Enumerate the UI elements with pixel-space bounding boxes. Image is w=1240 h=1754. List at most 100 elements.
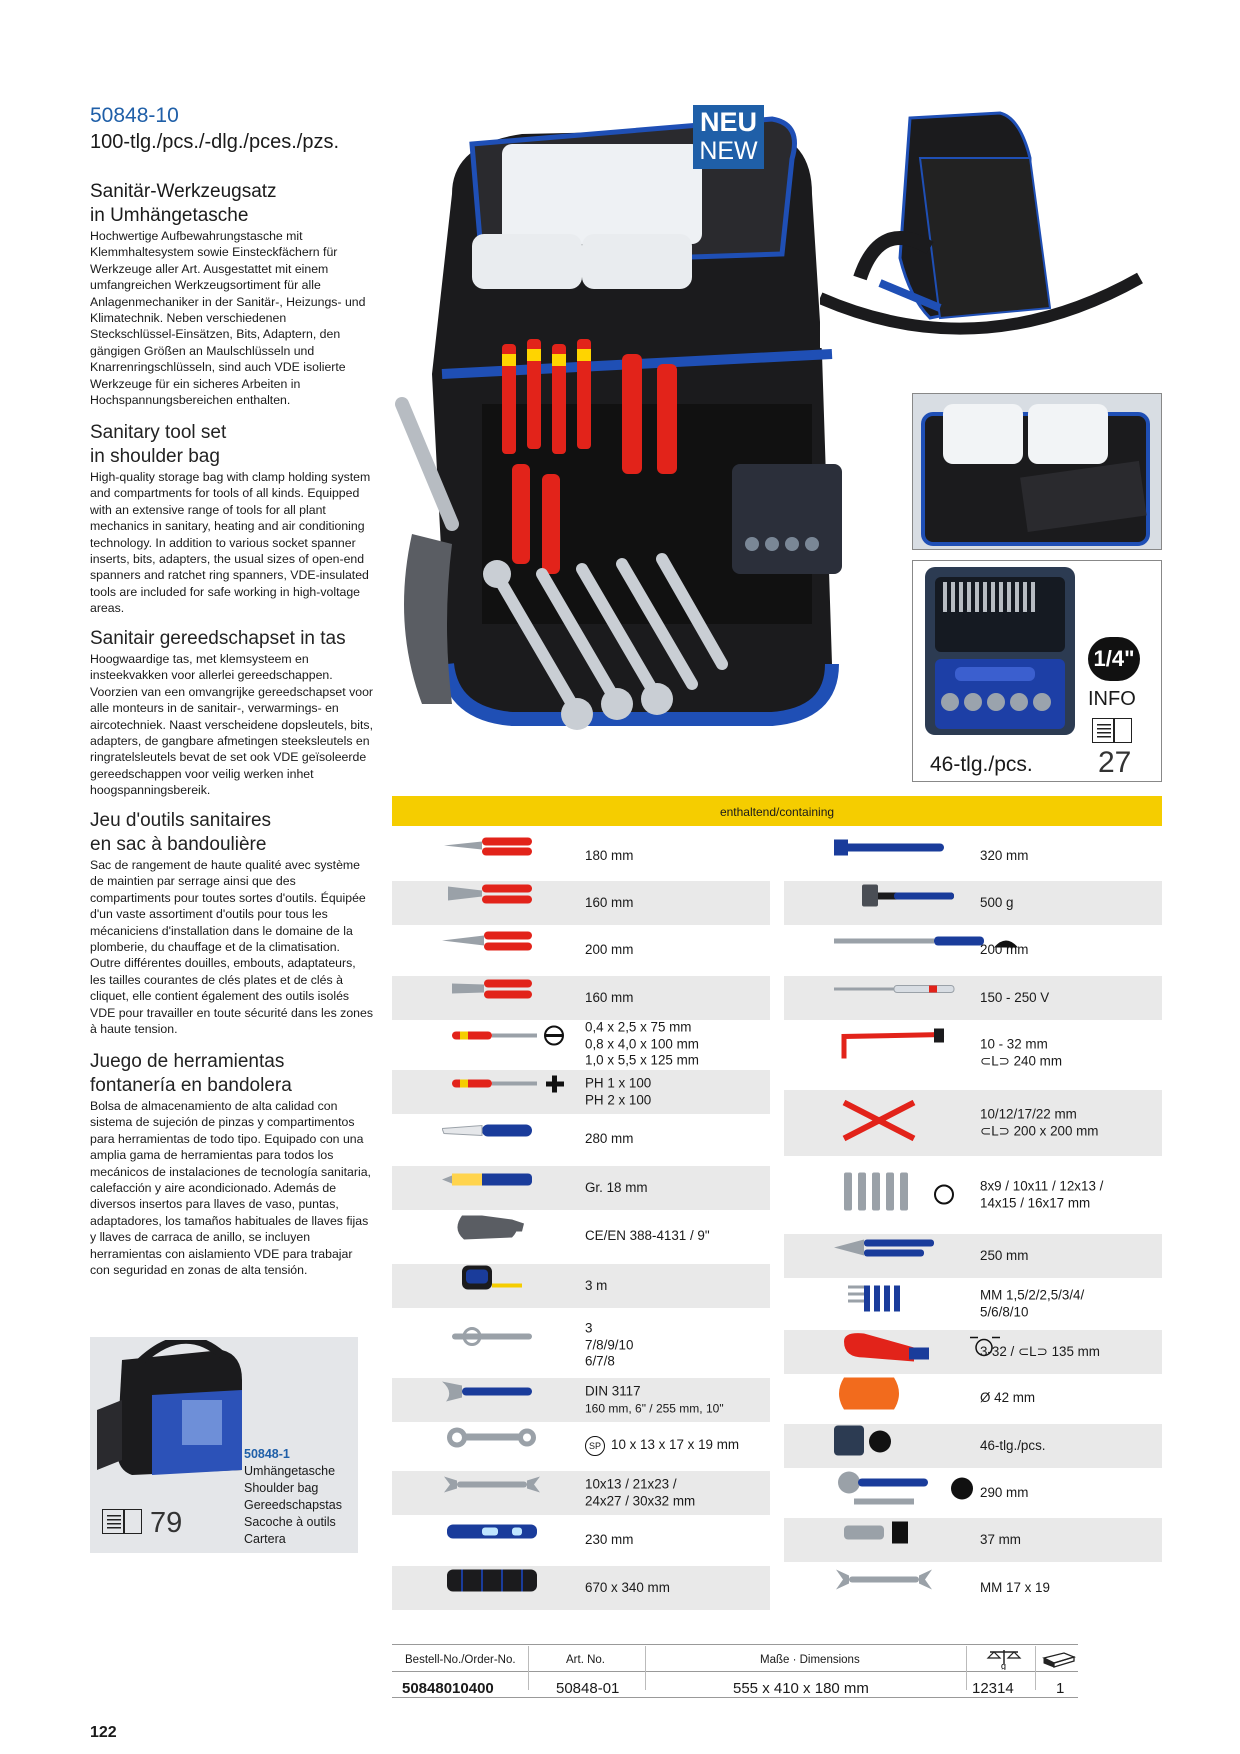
contents-item-text: CE/EN 388-4131 / 9" — [585, 1228, 710, 1245]
cutter-pliers-icon — [442, 879, 632, 928]
contents-item-line: 230 mm — [585, 1531, 634, 1547]
contents-row: 8x9 / 10x11 / 12x13 /14x15 / 16x17 mm — [784, 1160, 1162, 1230]
contents-item-line: 250 mm — [980, 1247, 1029, 1263]
contents-item-line: DIN 3117 — [585, 1383, 641, 1399]
contents-item-line: 10 - 32 mm — [980, 1036, 1048, 1052]
spirit-level-icon — [442, 1516, 632, 1565]
shoulder-bag-desc: Shoulder bag — [244, 1481, 319, 1495]
contents-item-line: 7/8/9/10 — [585, 1336, 634, 1352]
article-number: 50848-10 — [90, 104, 179, 127]
contents-row: 280 mm — [392, 1117, 770, 1161]
contents-row: 180 mm — [392, 834, 770, 878]
section-nl: Sanitair gereedschapset in tas Hoogwaard… — [90, 627, 374, 805]
section-body: Bolsa de almacenamiento de alta calidad … — [90, 1099, 371, 1278]
deburrer-icon — [834, 1374, 1024, 1423]
footer-separator — [966, 1646, 967, 1690]
contents-row: DIN 3117 160 mm, 6" / 255 mm, 10" — [392, 1378, 770, 1422]
tool-roll-icon — [442, 1564, 632, 1613]
piece-count: 100-tlg./pcs./-dlg./pces./pzs. — [90, 131, 339, 154]
file-icon — [834, 926, 1024, 975]
contents-row: 10 - 32 mm⊂L⊃ 240 mm — [784, 1020, 1162, 1086]
piece-count-rest: pcs./-dlg./pces./pzs. — [162, 131, 340, 153]
contents-item-text: 280 mm — [585, 1131, 633, 1148]
info-page-number[interactable]: 27 — [1098, 746, 1132, 779]
contents-item-text: 10 - 32 mm⊂L⊃ 240 mm — [980, 1037, 1062, 1070]
contents-item-line: CE/EN 388-4131 / 9" — [585, 1227, 710, 1243]
contents-item-line: 0,8 x 4,0 x 100 mm — [585, 1035, 699, 1051]
cutter-knife-icon — [442, 1164, 632, 1213]
section-body: Sac de rangement de haute qualité avec s… — [90, 858, 373, 1037]
contents-item-text: 3-32 / ⊂L⊃ 135 mm — [980, 1344, 1100, 1361]
contents-item-text: 46-tlg./pcs. — [980, 1438, 1046, 1455]
contents-item-text: 37 mm — [980, 1532, 1021, 1549]
footer-separator — [645, 1646, 646, 1690]
shoulder-bag-photo — [97, 1340, 242, 1475]
adapter-icon — [834, 1516, 1024, 1565]
shoulder-bag-page-number[interactable]: 79 — [150, 1507, 183, 1539]
contents-row: 200 mm — [784, 928, 1162, 972]
contents-item-line: 6/7/8 — [585, 1353, 615, 1369]
contents-item-text: 160 mm — [585, 990, 633, 1007]
contents-item-line: 3-32 / ⊂L⊃ 135 mm — [980, 1343, 1100, 1359]
tape-measure-icon — [442, 1262, 632, 1311]
contents-item-line: 290 mm — [980, 1484, 1029, 1500]
section-title: Jeu d'outils sanitaires — [90, 810, 272, 831]
contents-row: 500 g — [784, 881, 1162, 925]
pipe-wrench-icon — [834, 832, 1024, 881]
contents-item-text: Gr. 18 mm — [585, 1180, 648, 1197]
footer-separator — [1035, 1646, 1036, 1690]
contents-row: 200 mm — [392, 928, 770, 972]
contents-item-text: 10x13 / 21x23 /24x27 / 30x32 mm — [585, 1477, 695, 1510]
page-number: 122 — [90, 1724, 117, 1741]
contents-item-text: MM 17 x 19 — [980, 1580, 1050, 1597]
footer-rule — [392, 1671, 1078, 1672]
contents-item-line: Ø 42 mm — [980, 1389, 1036, 1405]
contents-row: Gr. 18 mm — [392, 1166, 770, 1210]
shoulder-bag-desc: Cartera — [244, 1532, 286, 1546]
contents-item-line: 0,4 x 2,5 x 75 mm — [585, 1019, 692, 1035]
contents-item-line: 500 g — [980, 894, 1014, 910]
quarter-inch-drive-icon: 1/4" — [1088, 637, 1140, 681]
contents-row: 230 mm — [392, 1518, 770, 1562]
contents-item-line: PH 2 x 100 — [585, 1092, 652, 1107]
info-label: INFO — [1088, 688, 1136, 710]
contents-item-line: 3 m — [585, 1277, 608, 1293]
contents-item-line: PH 1 x 100 — [585, 1075, 652, 1091]
contents-row: 320 mm — [784, 834, 1162, 878]
contents-row: 160 mm — [392, 881, 770, 925]
contents-row: 10x13 / 21x23 /24x27 / 30x32 mm — [392, 1471, 770, 1515]
contents-row: 160 mm — [392, 976, 770, 1020]
slotted-screwdriver-icon — [442, 1020, 632, 1069]
ratchet-ring-spanner-icon — [442, 1422, 632, 1471]
open-end-spanner-icon — [442, 1469, 632, 1518]
double-open-spanner-icon — [834, 1564, 1024, 1613]
contents-item-line: 280 mm — [585, 1130, 634, 1146]
bit-box-icon — [834, 1422, 1024, 1471]
water-pump-pliers-icon — [834, 1232, 1024, 1281]
contents-item-line: 200 mm — [585, 941, 634, 957]
hex-key-set-icon — [834, 1280, 1024, 1329]
section-title: fontanería en bandolera — [90, 1075, 292, 1096]
contents-item-text: 230 mm — [585, 1532, 633, 1549]
footer-dimensions: 555 x 410 x 180 mm — [733, 1680, 869, 1697]
pliers-icon — [442, 832, 632, 881]
contents-item-line: 160 mm, 6" / 255 mm, 10" — [585, 1401, 724, 1415]
footer-rule — [392, 1644, 1078, 1645]
contents-item-text: Ø 42 mm — [980, 1390, 1035, 1407]
section-body: High-quality storage bag with clamp hold… — [90, 470, 371, 616]
glove-icon — [442, 1212, 632, 1261]
contents-item-line: MM 17 x 19 — [980, 1579, 1050, 1595]
contents-item-text: 160 mm — [585, 895, 633, 912]
shoulder-bag-article: 50848-1 — [244, 1447, 290, 1461]
section-title: Sanitär-Werkzeugsatz — [90, 181, 277, 202]
contents-item-line: 1,0 x 5,5 x 125 mm — [585, 1052, 699, 1068]
contents-item-line: 3 — [585, 1320, 593, 1336]
contents-item-text: 8x9 / 10x11 / 12x13 /14x15 / 16x17 mm — [980, 1179, 1103, 1212]
contents-item-line: 150 - 250 V — [980, 989, 1050, 1005]
contents-item-text: MM 1,5/2/2,5/3/4/5/6/8/10 — [980, 1288, 1084, 1321]
ratchet-icon — [834, 1469, 1024, 1518]
contents-item-line: 10 x 13 x 17 x 19 mm — [611, 1437, 740, 1452]
section-title: in Umhängetasche — [90, 205, 249, 226]
